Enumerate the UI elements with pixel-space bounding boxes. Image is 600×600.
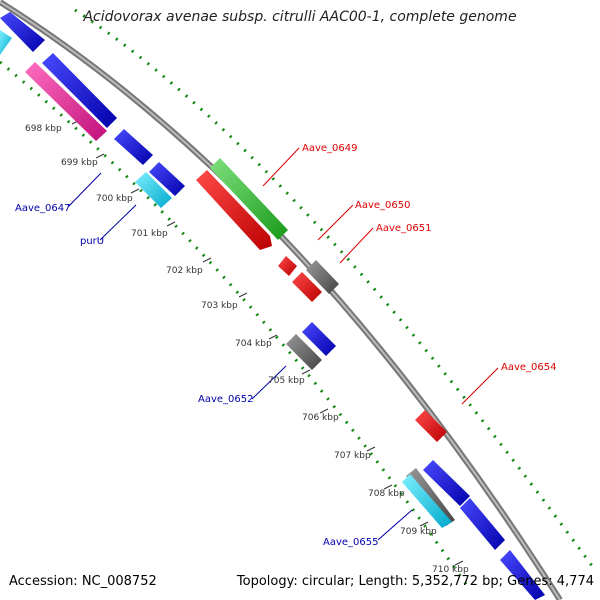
genome-backbone-highlight [0,1,561,600]
gene-red-small [292,272,322,302]
inner-dotted-ring [0,60,472,591]
gene-label-Aave_0655[interactable]: Aave_0655 [323,537,379,548]
gene-blue-small-b [149,162,185,196]
gene-label-Aave_0651[interactable]: Aave_0651 [376,223,432,234]
kbp-labels: 698 kbp 699 kbp 700 kbp 701 kbp 702 kbp … [25,124,469,575]
kbp-label: 700 kbp [96,194,133,204]
gene-Aave_0650 [278,256,297,276]
gene-blue-lower-c [500,550,545,600]
gene-labels-red: Aave_0649 Aave_0650 Aave_0651 Aave_0654 [302,143,557,373]
gene-Aave_0651 [306,260,339,294]
kbp-label: 707 kbp [334,451,371,461]
gene-labels-blue: Aave_0647 purU Aave_0652 Aave_0655 [15,203,379,548]
gene-magenta [25,62,107,141]
gene-label-Aave_0650[interactable]: Aave_0650 [355,200,411,211]
outer-dotted-ring [74,8,597,571]
gene-label-Aave_0647[interactable]: Aave_0647 [15,203,71,214]
gene-Aave_0649 [210,158,288,240]
gene-purU [135,172,172,208]
gene-gray-mid [286,334,322,370]
accession-label: Accession: NC_008752 [9,574,157,589]
topology-label: Topology: circular; Length: 5,352,772 bp… [236,574,594,589]
kbp-label: 702 kbp [166,266,203,276]
kbp-label: 699 kbp [61,158,98,168]
kbp-label: 710 kbp [432,565,469,575]
map-title: Acidovorax avenae subsp. citrulli AAC00-… [83,9,517,25]
gene-Aave_0652 [302,322,336,356]
gene-blue-lower-a [423,460,470,506]
gene-Aave_0655 [402,474,452,528]
gene-label-Aave_0654[interactable]: Aave_0654 [501,362,557,373]
kbp-label: 698 kbp [25,124,62,134]
kbp-label: 708 kbp [368,489,405,499]
kbp-label: 705 kbp [268,376,305,386]
gene-cyan-topleft [0,30,12,55]
gene-red-long [196,170,272,250]
kbp-label: 704 kbp [235,339,272,349]
gene-label-Aave_0649[interactable]: Aave_0649 [302,143,358,154]
kbp-ticks [71,119,464,566]
kbp-label: 701 kbp [131,229,168,239]
kbp-label: 709 kbp [400,527,437,537]
gene-label-purU[interactable]: purU [80,236,104,247]
gene-blue-small-a [114,129,153,165]
gene-label-Aave_0652[interactable]: Aave_0652 [198,394,254,405]
gene-blue-topleft [0,12,45,52]
gene-blue-long [42,53,117,128]
kbp-label: 703 kbp [201,301,238,311]
gene-blue-lower-b [460,498,505,550]
callout-lines [67,147,499,541]
gene-Aave_0654 [415,410,447,442]
kbp-label: 706 kbp [302,413,339,423]
